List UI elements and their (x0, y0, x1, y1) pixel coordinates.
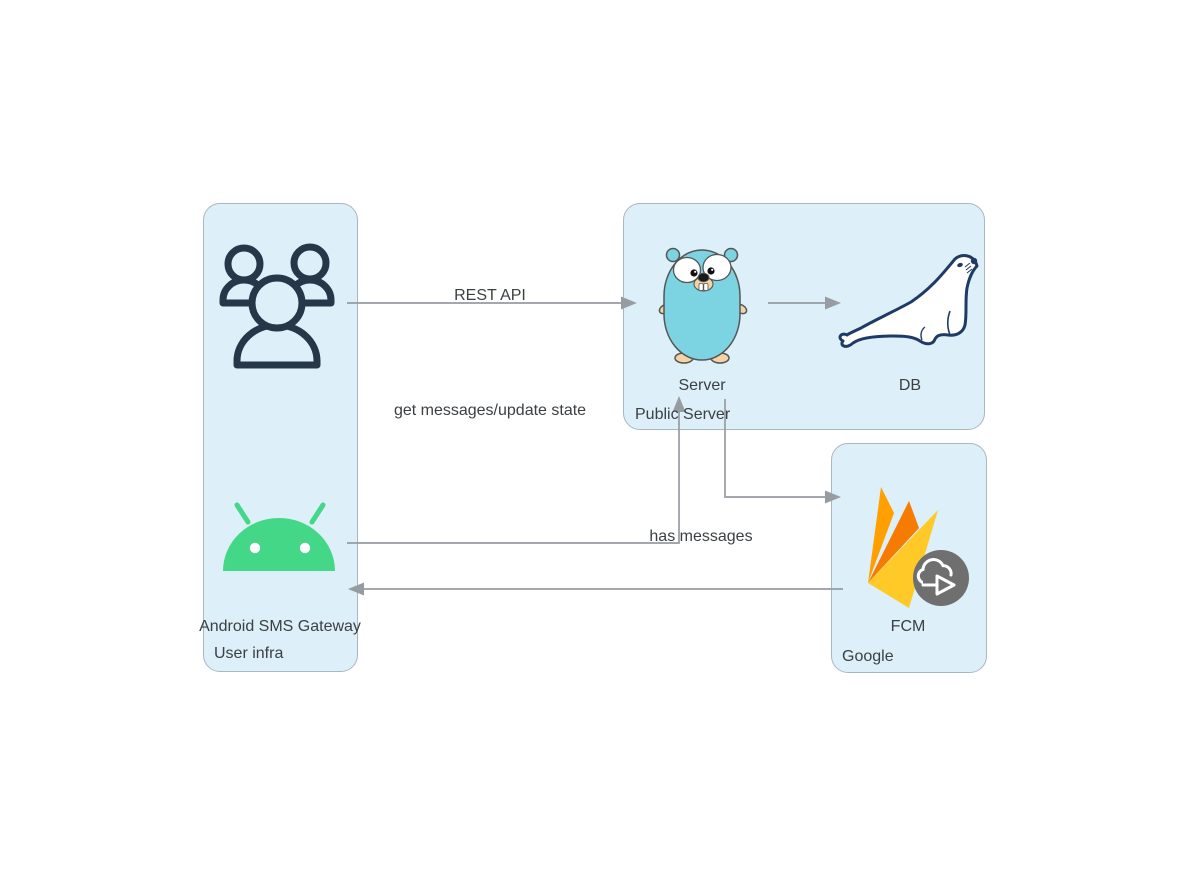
gopher-left-ear (665, 247, 681, 263)
users-rear-left-head (224, 244, 264, 284)
gopher-left-pupil (690, 269, 698, 277)
node-label-android-sms-gateway: Android SMS Gateway (199, 618, 361, 635)
gopher-nose (697, 272, 710, 283)
send-arrow-icon (921, 574, 956, 596)
users-rear-right-head (290, 243, 330, 283)
firebase-main-flame (868, 510, 938, 608)
mariadb-seal-icon (838, 254, 979, 348)
firebase-left-blade (868, 487, 894, 583)
gopher-tooth-right (703, 283, 709, 291)
node-label-fcm: FCM (890, 618, 926, 635)
android-left-antenna (234, 502, 251, 525)
node-label-db: DB (898, 377, 922, 394)
gopher-right-pupil (707, 267, 715, 275)
android-icon (223, 502, 335, 571)
firebase-middle-blade (868, 501, 919, 583)
seal-eye (957, 262, 963, 268)
android-left-eye (249, 542, 261, 554)
android-right-antenna (309, 502, 326, 525)
firebase-cloud-messaging-icon (868, 487, 969, 608)
android-right-eye (299, 542, 311, 554)
edge-label-get-messages: get messages/update state (393, 402, 587, 419)
group-label-public-server: Public Server (635, 406, 731, 423)
edge-label-has-messages: has messages (649, 528, 753, 545)
seal-nose (970, 257, 978, 265)
edge-label-rest-api: REST API (454, 287, 526, 304)
go-gopher-icon (658, 247, 748, 364)
gopher-tooth-left (698, 283, 704, 291)
cloud-icon (916, 558, 953, 585)
seal-body (838, 254, 979, 348)
node-label-server: Server (678, 377, 726, 394)
seal-chest-crease (946, 310, 951, 336)
group-label-user-infra: User infra (214, 645, 284, 662)
users-icon (219, 243, 335, 369)
edge-android-to-server (347, 410, 680, 544)
seal-flipper-crease (920, 326, 926, 341)
android-head (223, 518, 335, 571)
users-front-head (248, 274, 306, 332)
group-label-google: Google (842, 648, 894, 665)
